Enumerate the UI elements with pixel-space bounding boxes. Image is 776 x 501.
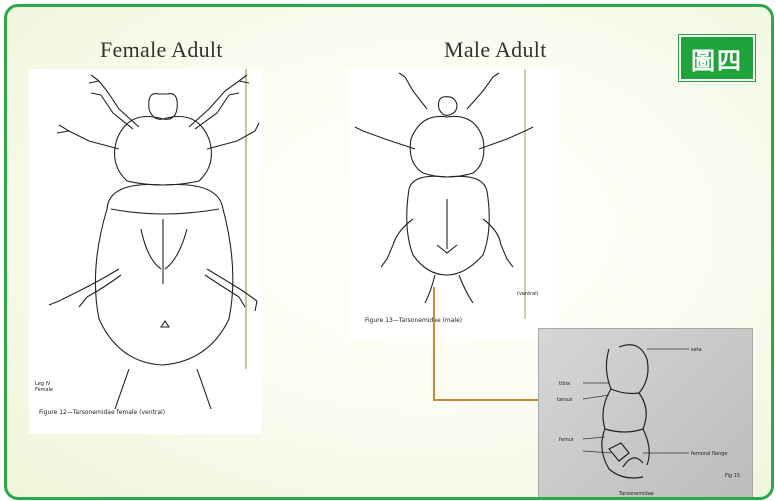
- male-side-note: (ventral): [517, 291, 539, 297]
- leg-detail-illustration: seta tibia tarsus femur femoral flange F…: [539, 329, 752, 499]
- inset-label-tarsus: tarsus: [557, 397, 573, 403]
- inset-caption: Tarsonemidae: [618, 491, 654, 497]
- female-mite-drawing-panel: Leg IV Female Figure 12—Tarsonemidae fem…: [29, 69, 261, 434]
- inset-label-seta: seta: [691, 347, 702, 353]
- inset-label-femoral-flange: femoral flange: [691, 451, 728, 457]
- male-adult-heading: Male Adult: [444, 37, 547, 63]
- connector-horizontal: [433, 399, 543, 401]
- connector-vertical: [433, 287, 435, 401]
- male-mite-illustration: (ventral): [347, 69, 559, 339]
- inset-label-femur: femur: [559, 437, 575, 443]
- female-figure-caption: Figure 12—Tarsonemidae female (ventral): [39, 409, 165, 416]
- male-mite-drawing-panel: (ventral) Figure 13—Tarsonemidae (male): [347, 69, 559, 339]
- scale-note-line2: Female: [35, 387, 53, 393]
- slide-frame: Female Adult Male Adult 圖四: [4, 4, 774, 500]
- female-adult-heading: Female Adult: [100, 37, 223, 63]
- inset-label-figure: Fig 15: [725, 473, 740, 479]
- male-figure-caption: Figure 13—Tarsonemidae (male): [365, 317, 462, 324]
- inset-label-tibia: tibia: [559, 381, 570, 387]
- female-mite-illustration: Leg IV Female: [29, 69, 261, 434]
- figure-number-badge: 圖四: [679, 35, 755, 81]
- male-leg-detail-photo: seta tibia tarsus femur femoral flange F…: [538, 328, 753, 500]
